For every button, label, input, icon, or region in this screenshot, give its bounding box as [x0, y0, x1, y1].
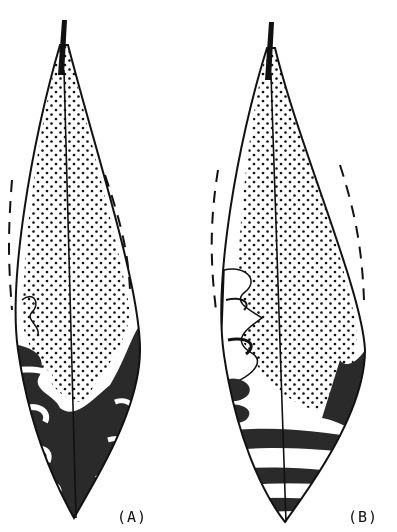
stipple-region-a: [23, 45, 129, 402]
dashed-line-b-left: [212, 170, 218, 310]
panel-label-b: (B): [348, 508, 378, 526]
panel-label-a: (A): [117, 508, 147, 526]
dashed-line-a-left: [9, 180, 12, 310]
feather-a: [0, 20, 150, 530]
feather-b: [212, 22, 370, 522]
